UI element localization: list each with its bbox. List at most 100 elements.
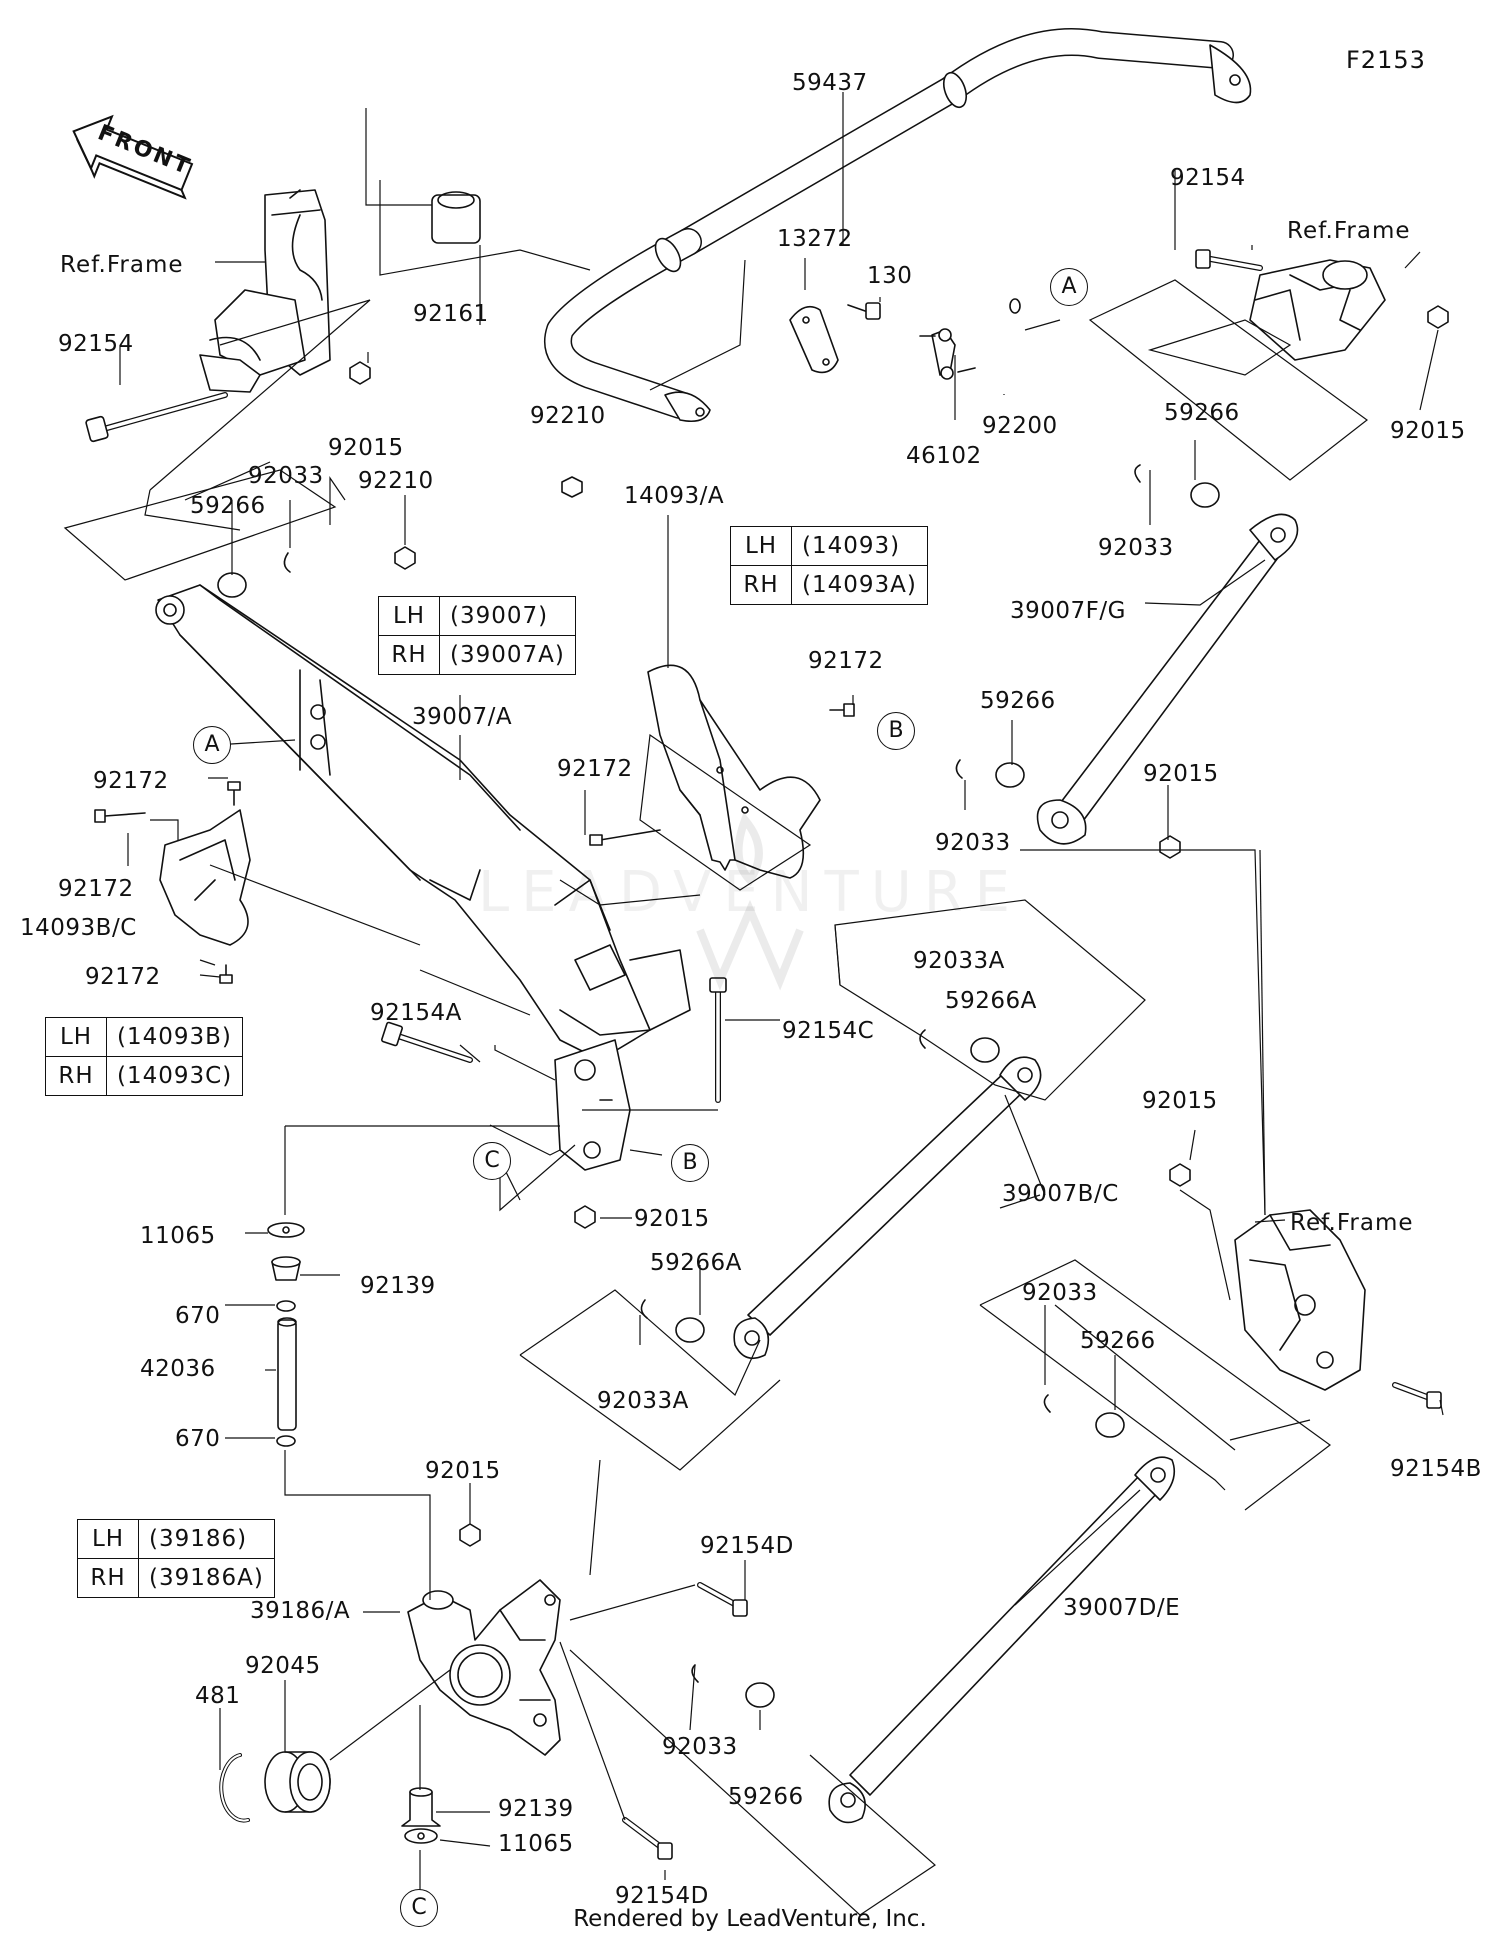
part-label-39186a: 39186/A [250,1598,351,1624]
mud-guard-14093bc [159,809,251,946]
figure-code: F2153 [1346,46,1426,74]
callout-b-rod: B [877,712,915,750]
part-label-92015-c: 92015 [634,1206,710,1232]
frame-bracket-left [199,189,331,393]
part-label-92154a: 92154A [370,1000,462,1026]
table-lh-label: LH [77,1519,139,1559]
part-label-42036: 42036 [140,1356,216,1382]
part-label-39007a: 39007/A [412,704,513,730]
bearing-92045 [264,1751,331,1813]
part-label-59266-tl: 59266 [190,493,266,519]
part-label-92154d-top: 92154D [700,1533,794,1559]
radius-rod-39007de [828,1456,1176,1824]
part-label-92033-bot: 92033 [662,1734,738,1760]
part-label-11065-top: 11065 [140,1223,216,1249]
front-arrow [72,114,194,200]
lhrh-table-14093: LH(14093) RH(14093A) [730,526,928,605]
part-label-130: 130 [867,263,913,289]
part-label-92015-r2: 92015 [1142,1088,1218,1114]
part-label-13272: 13272 [777,226,853,252]
stabilizer-link [919,328,976,380]
part-label-92210-l: 92210 [358,468,434,494]
part-label-92045: 92045 [245,1653,321,1679]
lhrh-table-14093bc: LH(14093B) RH(14093C) [45,1017,244,1096]
a-arm-39007 [155,584,691,1061]
frame-bracket-right [1249,259,1386,361]
callout-c-bottom: C [400,1889,438,1927]
radius-rod-39007fg [1036,513,1299,845]
stabilizer-bar [544,28,1252,423]
part-label-92210-c: 92210 [530,403,606,429]
part-label-92015-tr: 92015 [1390,418,1466,444]
part-label-92154c: 92154C [782,1018,875,1044]
part-label-670-bot: 670 [175,1426,221,1452]
callout-a-top: A [1050,268,1088,306]
part-label-39007bc: 39007B/C [1002,1181,1119,1207]
part-label-39007fg: 39007F/G [1010,598,1126,624]
ref-frame-label-right: Ref.Frame [1287,218,1411,244]
lhrh-table-39186: LH(39186) RH(39186A) [77,1519,275,1598]
part-label-92139-top: 92139 [360,1273,436,1299]
part-label-92033-tl: 92033 [248,463,324,489]
part-label-59266a-mid: 59266A [650,1250,742,1276]
footer-credit: Rendered by LeadVenture, Inc. [573,1906,927,1932]
part-label-59266a-top: 59266A [945,988,1037,1014]
table-lh-value: (39007) [439,596,576,636]
part-label-92033-r2: 92033 [1022,1280,1098,1306]
part-label-46102: 46102 [906,443,982,469]
part-label-14093bc: 14093B/C [20,915,137,941]
ref-frame-label-right-lower: Ref.Frame [1290,1210,1414,1236]
part-label-670-top: 670 [175,1303,221,1329]
table-rh-label: RH [378,635,440,675]
radius-rod-39007bc [733,1056,1042,1360]
part-label-59266-tr: 59266 [1164,400,1240,426]
part-label-92172-r1: 92172 [808,648,884,674]
table-rh-value: (14093C) [105,1056,244,1096]
frame-bracket-right-lower [1234,1209,1366,1391]
part-label-39007de: 39007D/E [1063,1595,1181,1621]
part-label-92161: 92161 [413,301,489,327]
part-label-92172-l2: 92172 [58,876,134,902]
watermark: LEADVENTURE [477,860,1023,925]
part-label-92154b: 92154B [1390,1456,1482,1482]
lhrh-table-39007: LH(39007) RH(39007A) [378,596,576,675]
mud-guard-14093 [647,664,821,879]
part-label-59266-r2: 59266 [1080,1328,1156,1354]
arm-lower-bracket [554,1039,631,1171]
table-lh-value: (14093) [791,526,928,566]
table-rh-value: (39186A) [138,1558,275,1598]
part-label-11065-bot: 11065 [498,1831,574,1857]
part-label-59437: 59437 [792,70,868,96]
callout-b-arm: B [671,1144,709,1182]
callout-a-arm: A [193,726,231,764]
part-label-92015-bot: 92015 [425,1458,501,1484]
table-rh-label: RH [45,1056,107,1096]
table-lh-label: LH [45,1017,107,1057]
bushing-92161 [431,191,481,244]
table-rh-label: RH [730,565,792,605]
part-label-92033a-mid: 92033A [597,1388,689,1414]
ref-frame-label-left: Ref.Frame [60,252,184,278]
part-label-92015-mr: 92015 [1143,761,1219,787]
table-rh-value: (39007A) [439,635,576,675]
part-label-59266-mr: 59266 [980,688,1056,714]
part-label-92172-r2: 92172 [557,756,633,782]
part-label-481: 481 [195,1683,241,1709]
part-label-92172-l3: 92172 [85,964,161,990]
callout-c-arm: C [473,1142,511,1180]
table-lh-value: (39186) [138,1519,275,1559]
watermark-logo [696,812,804,991]
part-label-92154-tl: 92154 [58,331,134,357]
part-label-92033-tr: 92033 [1098,535,1174,561]
part-label-92200: 92200 [982,413,1058,439]
table-rh-label: RH [77,1558,139,1598]
part-label-14093a: 14093/A [624,483,725,509]
part-label-92154d-bot: 92154D [615,1883,709,1909]
part-label-59266-bot: 59266 [728,1784,804,1810]
part-label-92033-mr: 92033 [935,830,1011,856]
part-label-92154-tr: 92154 [1170,165,1246,191]
part-label-92015-tl: 92015 [328,435,404,461]
knuckle-39186 [407,1579,561,1756]
part-label-92172-l1: 92172 [93,768,169,794]
